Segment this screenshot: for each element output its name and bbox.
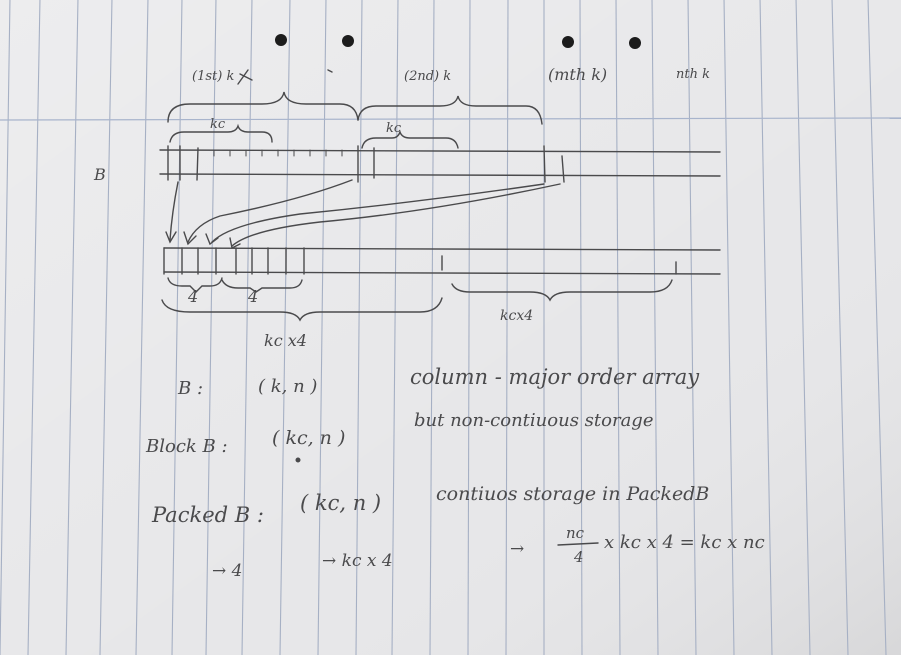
array-B-tick — [196, 147, 199, 181]
punch-hole — [275, 34, 287, 46]
label-2nd-k: (2nd) k — [404, 69, 451, 84]
array-B-dots — [213, 149, 343, 157]
label-B: B — [93, 165, 106, 184]
brace-kc-1 — [169, 123, 273, 143]
line4-arrow1: → 4 — [212, 561, 242, 581]
line2-desc: but non-contiuous storage — [414, 410, 653, 431]
line3-desc: contiuos storage in PackedB — [436, 483, 709, 505]
array-packed-top — [163, 247, 721, 251]
fraction-bar — [557, 542, 599, 546]
arrow-curve — [187, 179, 353, 243]
arrow-head — [183, 231, 197, 246]
array-B-tick — [543, 145, 546, 183]
punch-holes — [275, 34, 641, 49]
line1-name: B : — [177, 378, 203, 399]
mark-scribble — [237, 69, 253, 85]
brace-4-a — [167, 277, 223, 293]
handwritten-text: (1st) k (2nd) k (mth k) nth k kc kc B 4 … — [93, 65, 765, 581]
label-4-b: 4 — [247, 287, 258, 306]
line3-shape: ( kc, n ) — [300, 491, 381, 515]
brace-kcx4-right — [451, 279, 673, 302]
array-B-bottom — [159, 173, 721, 177]
brace-2nd-k — [357, 95, 543, 125]
line2-shape: ( kc, n ) — [272, 427, 345, 449]
arrow-head — [205, 233, 219, 246]
brace-kcx4-bottom — [161, 297, 443, 322]
arrow-curve — [169, 181, 179, 241]
line3-name: Packed B : — [151, 503, 264, 527]
arrow-head — [165, 231, 177, 244]
punch-hole — [629, 37, 641, 49]
label-1st-k: (1st) k — [192, 69, 234, 84]
punch-hole — [342, 35, 354, 47]
line4-arrow2: → kc x 4 — [322, 551, 393, 571]
line1-desc: column - major order array — [410, 365, 700, 389]
line2-name: Block B : — [145, 436, 228, 457]
label-4-a: 4 — [187, 287, 198, 306]
punch-hole — [562, 36, 574, 48]
label-kc-1: kc — [210, 117, 226, 132]
line4-frac-den: 4 — [573, 548, 584, 566]
label-kcx4-right: kcx4 — [500, 308, 533, 324]
arrow-curve — [231, 183, 561, 247]
label-mth-k: (mth k) — [548, 65, 607, 84]
line4-tail: x kc x 4 = kc x nc — [604, 532, 765, 553]
brace-kc-2 — [361, 129, 459, 149]
array-packed-bottom — [163, 271, 721, 275]
margin-line — [0, 117, 901, 121]
diagram-ink — [159, 69, 721, 546]
label-kc-2: kc — [386, 121, 402, 136]
array-B-tick — [561, 155, 565, 183]
line1-shape: ( k, n ) — [258, 376, 317, 397]
line4-frac-num: nc — [566, 524, 585, 542]
array-B-top — [159, 149, 721, 153]
arrow-curve — [211, 183, 545, 243]
ink-dot — [295, 457, 301, 463]
mark-dash — [327, 69, 333, 73]
brace-1st-k — [167, 91, 359, 123]
label-kcx4-bottom: kc x4 — [264, 331, 307, 350]
line4-arrow3: → — [510, 539, 524, 559]
label-nth-k: nth k — [676, 67, 710, 82]
brace-4-b — [221, 279, 303, 293]
